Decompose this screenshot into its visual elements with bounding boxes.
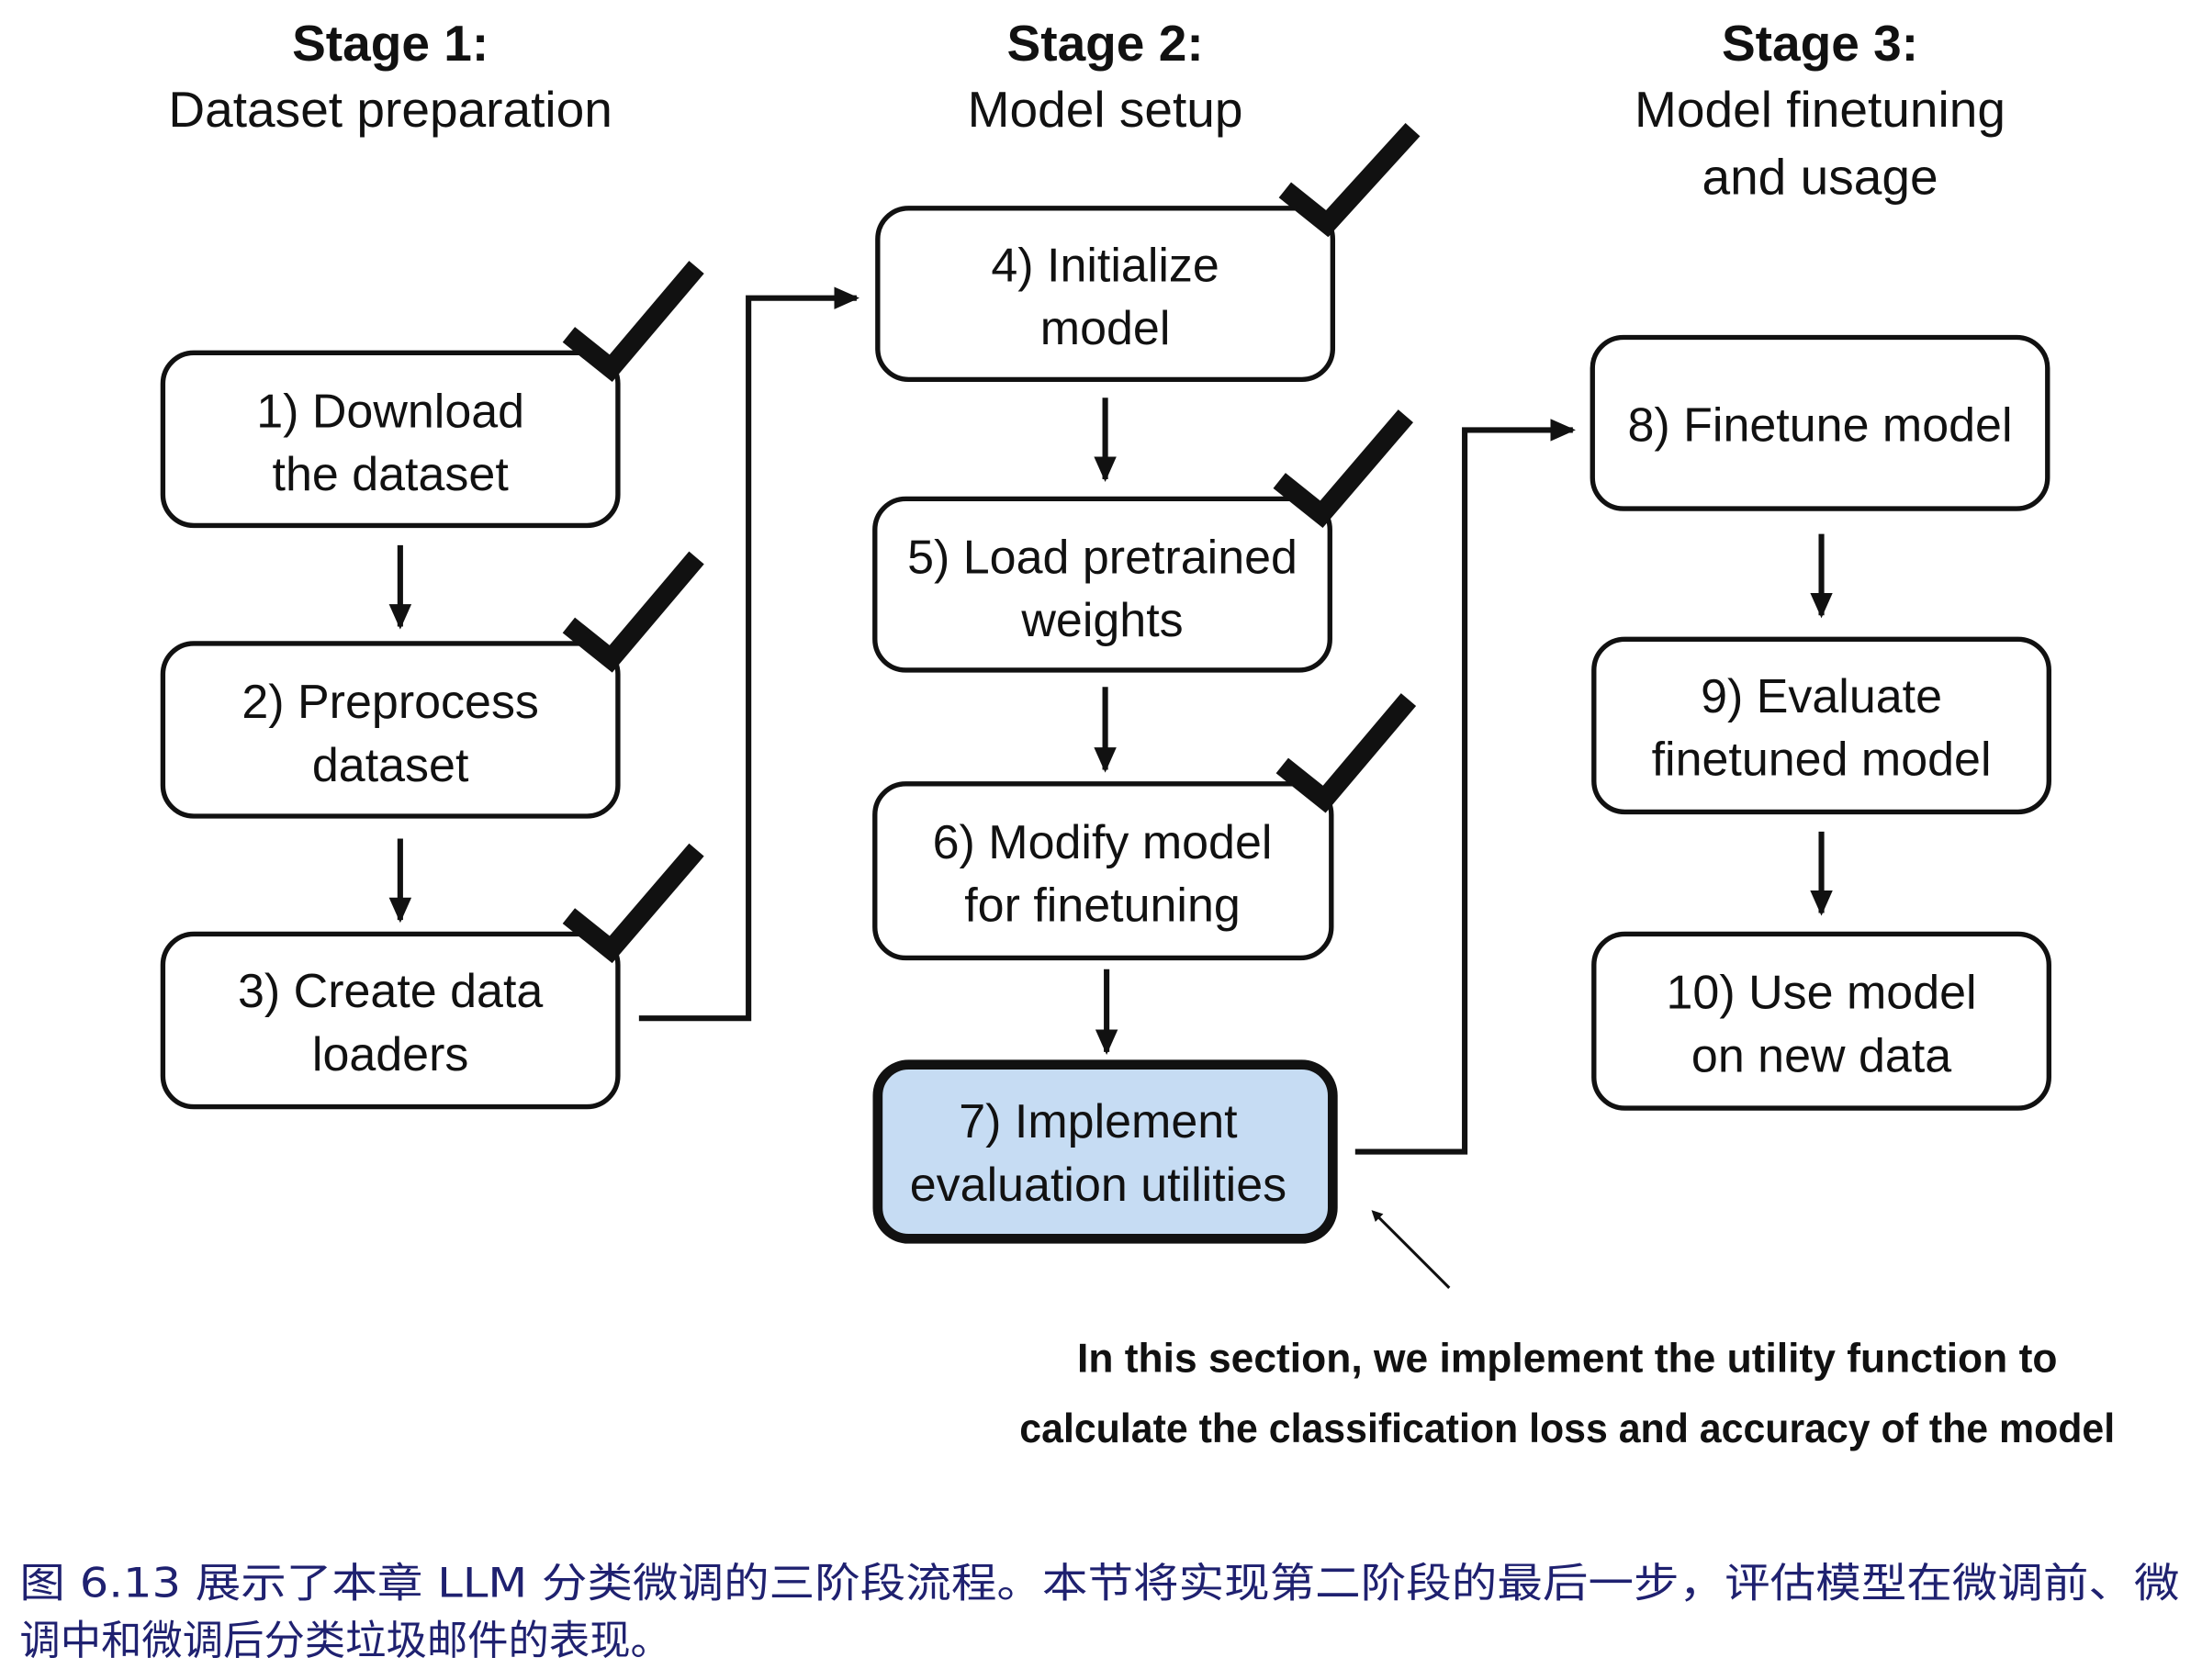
stage-title: Stage 1: [292, 15, 489, 72]
checkmark-icon [1275, 693, 1417, 813]
step-label: finetuned model [1652, 734, 1992, 787]
step-6-box: 6) Modify model for finetuning [872, 781, 1334, 961]
step-label: 9) Evaluate [1701, 670, 1942, 723]
step-1-box: 1) Download the dataset [160, 350, 621, 529]
step-label: dataset [312, 739, 469, 792]
stage-title: Stage 3: [1722, 15, 1918, 72]
step-label: on new data [1691, 1029, 1951, 1082]
step-label: 2) Preprocess [242, 676, 539, 729]
step-2-box: 2) Preprocess dataset [160, 641, 621, 819]
stage-title: Stage 2: [1007, 15, 1204, 72]
annotation-line: In this section, we implement the utilit… [1077, 1337, 2057, 1382]
annotation-pointer-arrow [1371, 1210, 1451, 1289]
step-label: the dataset [273, 448, 510, 501]
step-9-box: 9) Evaluate finetuned model [1591, 636, 2051, 815]
step-10-box: 10) Use model on new data [1591, 931, 2051, 1111]
step-label: evaluation utilities [910, 1159, 1286, 1212]
checkmark-icon [1278, 122, 1421, 238]
step-label: 4) Initialize [991, 239, 1219, 292]
figure-caption: 图 6.13 展示了本章 LLM 分类微调的三阶段流程。本节将实现第二阶段的最后… [19, 1560, 2179, 1607]
step-label: 8) Finetune model [1628, 399, 2013, 453]
step-label: 3) Create data [238, 965, 543, 1018]
step-5-box: 5) Load pretrained weights [872, 496, 1332, 673]
step-8-box: 8) Finetune model [1590, 334, 2050, 511]
stage-subtitle: Model setup [968, 81, 1243, 138]
stage-1-header: Stage 1: Dataset preparation [168, 15, 612, 138]
step-label: loaders [312, 1028, 469, 1081]
checkmark-icon [1273, 409, 1413, 529]
figure-caption: 调中和微调后分类垃圾邮件的表现。 [19, 1618, 671, 1664]
step-label: for finetuning [964, 879, 1241, 933]
stage-subtitle: Dataset preparation [168, 81, 612, 138]
step-label: 6) Modify model [933, 816, 1273, 869]
stage-subtitle: Model finetuning [1635, 81, 2005, 138]
step-label: 1) Download [256, 385, 524, 438]
step-label: model [1040, 302, 1171, 355]
stage-subtitle: and usage [1702, 149, 1938, 206]
step-label: 5) Load pretrained [907, 531, 1298, 584]
checkmark-icon [562, 261, 704, 383]
stage-2-header: Stage 2: Model setup [968, 15, 1243, 138]
connector-arrow-stage2-to-stage3 [1354, 419, 1576, 1155]
step-label: weights [1020, 594, 1183, 647]
connector-arrow-stage1-to-stage2 [638, 286, 859, 1022]
step-7-box-highlighted: 7) Implement evaluation utilities [872, 1059, 1338, 1244]
step-label: 7) Implement [959, 1095, 1238, 1148]
step-4-box: 4) Initialize model [875, 206, 1336, 383]
checkmark-icon [562, 551, 704, 673]
stage-3-header: Stage 3: Model finetuning and usage [1635, 15, 2005, 205]
annotation-line: calculate the classification loss and ac… [1019, 1406, 2115, 1451]
step-3-box: 3) Create data loaders [160, 931, 621, 1110]
checkmark-icon [562, 843, 704, 964]
step-label: 10) Use model [1667, 967, 1977, 1020]
